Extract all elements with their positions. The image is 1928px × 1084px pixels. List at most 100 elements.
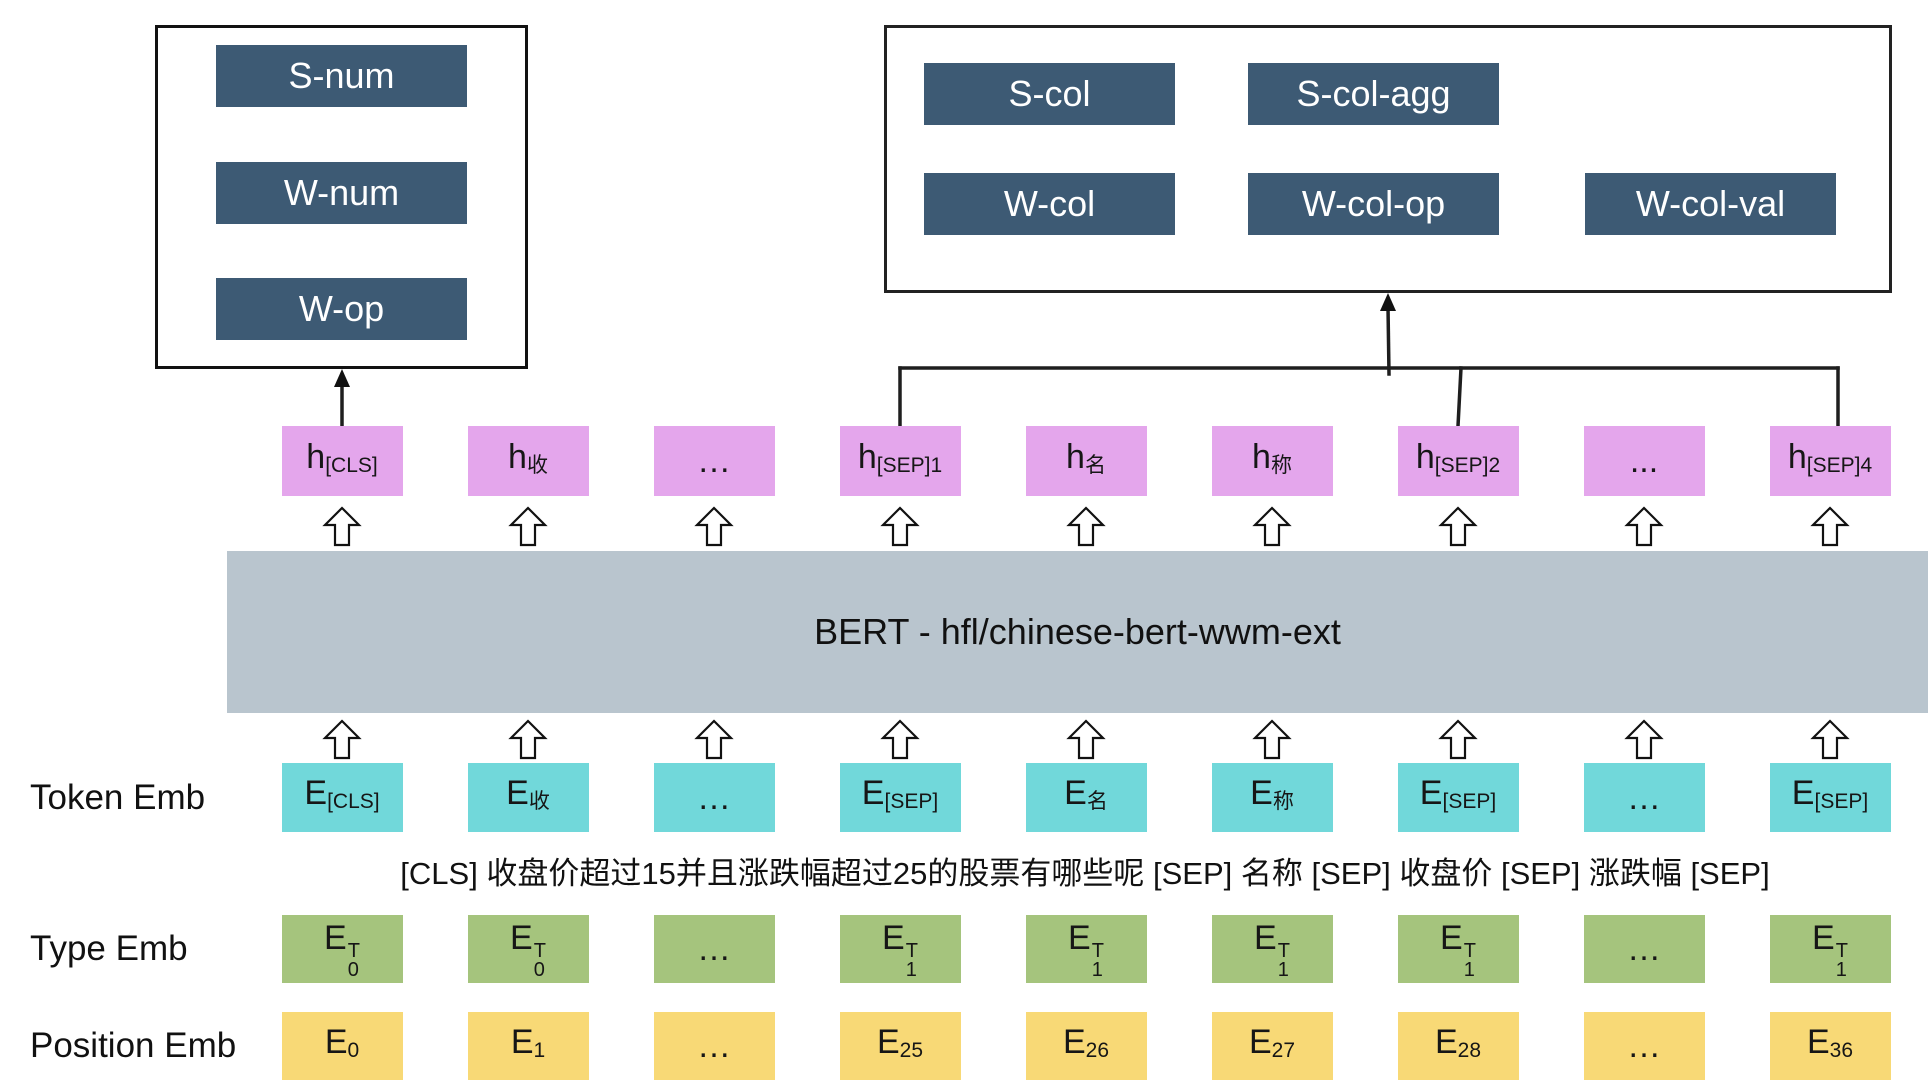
cell-text: h名 [1066, 437, 1106, 486]
hollow-up-arrow-icon [508, 719, 548, 760]
subscript: [SEP]4 [1806, 453, 1873, 477]
cell-symbol: E [1791, 774, 1815, 812]
hollow-up-arrow-icon [694, 506, 734, 547]
position-embedding-cell: E1 [467, 1012, 589, 1080]
subscript: 1 [533, 1038, 546, 1062]
cell-symbol: … [1627, 778, 1661, 817]
cell-text: E25 [877, 1022, 923, 1071]
cell-symbol: h [857, 437, 877, 476]
superscript: T [1835, 940, 1848, 962]
superscript: T [905, 940, 918, 962]
hollow-up-arrow-icon [1438, 506, 1478, 547]
hollow-up-arrow-icon [1810, 506, 1850, 547]
hollow-up-arrow-icon [1066, 719, 1106, 760]
type-emb-label: Type Emb [30, 929, 188, 968]
token-embedding-cell: … [653, 763, 775, 832]
cell-text: E27 [1249, 1022, 1295, 1071]
superscript: T [347, 940, 360, 962]
superscript: T [1091, 940, 1104, 962]
subscript: 称 [1270, 453, 1292, 477]
cell-symbol: E [510, 919, 533, 957]
cell-symbol: h [306, 437, 326, 476]
cell-text: h[SEP]1 [858, 437, 942, 486]
hollow-up-arrow-icon [1252, 506, 1292, 547]
cell-text: E[SEP] [862, 773, 938, 822]
cell-text: E称 [1250, 773, 1294, 822]
hidden-state-cell: h[SEP]4 [1769, 426, 1891, 496]
subscript: 0 [347, 1038, 360, 1062]
cell-symbol: h [508, 437, 527, 476]
cell-symbol: … [1627, 930, 1661, 968]
hollow-up-arrow-icon [1066, 506, 1106, 547]
cell-symbol: E [506, 774, 529, 812]
cell-symbol: E [324, 1022, 348, 1061]
subscript: 1 [1463, 959, 1475, 981]
subscript: 1 [1091, 959, 1103, 981]
token-emb-label: Token Emb [30, 778, 206, 817]
bus-to-panel-line [1386, 305, 1391, 376]
w-col-box: W-col [924, 173, 1175, 235]
subscript: 名 [1086, 790, 1108, 813]
subscript: [CLS] [327, 790, 380, 813]
cell-symbol: E [882, 919, 905, 957]
subscript: 名 [1084, 453, 1106, 477]
cell-symbol: E [1419, 774, 1443, 812]
cell-symbol: E [876, 1022, 900, 1061]
hidden-state-cell: ... [1583, 426, 1705, 496]
superscript: T [533, 940, 546, 962]
hollow-up-arrow-icon [1624, 506, 1664, 547]
position-embedding-cell: E26 [1025, 1012, 1147, 1080]
cell-symbol: … [1627, 1027, 1661, 1065]
w-col-val-box: W-col-val [1585, 173, 1836, 235]
subscript: 称 [1272, 790, 1294, 813]
cell-text: … [1627, 778, 1661, 818]
bert-encoder-block: BERT - hfl/chinese-bert-wwm-ext [227, 551, 1928, 713]
sep2-riser-line [1456, 366, 1463, 428]
cell-symbol: h [1252, 437, 1271, 476]
subscript: [SEP]1 [876, 453, 943, 477]
subscript: 收 [528, 790, 550, 813]
token-embedding-cell: E[SEP] [1397, 763, 1519, 832]
cell-symbol: … [697, 1027, 731, 1065]
subscript: 36 [1829, 1038, 1854, 1062]
subscript: 26 [1085, 1038, 1110, 1062]
position-embedding-cell: E27 [1211, 1012, 1333, 1080]
position-embedding-cell: E28 [1397, 1012, 1519, 1080]
subscript: 25 [899, 1038, 924, 1062]
arrow-head-icon [334, 369, 350, 387]
hollow-up-arrow-icon [322, 719, 362, 760]
cls-output-panel: S-num W-num W-op [155, 25, 528, 369]
subscript: 28 [1457, 1038, 1482, 1062]
cell-symbol: E [1068, 919, 1091, 957]
hidden-state-cell: h[SEP]2 [1397, 426, 1519, 496]
w-col-op-box: W-col-op [1248, 173, 1499, 235]
hollow-up-arrow-icon [694, 719, 734, 760]
hollow-up-arrow-icon [322, 506, 362, 547]
cell-symbol: E [324, 919, 347, 957]
s-col-box: S-col [924, 63, 1175, 125]
cell-symbol: E [1250, 774, 1273, 812]
cell-symbol: E [304, 774, 328, 812]
hollow-up-arrow-icon [1252, 719, 1292, 760]
cell-text: h收 [508, 437, 548, 486]
cell-symbol: E [1062, 1022, 1086, 1061]
cell-symbol: E [1254, 919, 1277, 957]
cell-text: E28 [1435, 1022, 1481, 1071]
cell-symbol: h [1415, 437, 1435, 476]
cell-text: … [697, 929, 731, 969]
position-embedding-cell: … [653, 1012, 775, 1080]
subscript: 1 [1835, 959, 1847, 981]
